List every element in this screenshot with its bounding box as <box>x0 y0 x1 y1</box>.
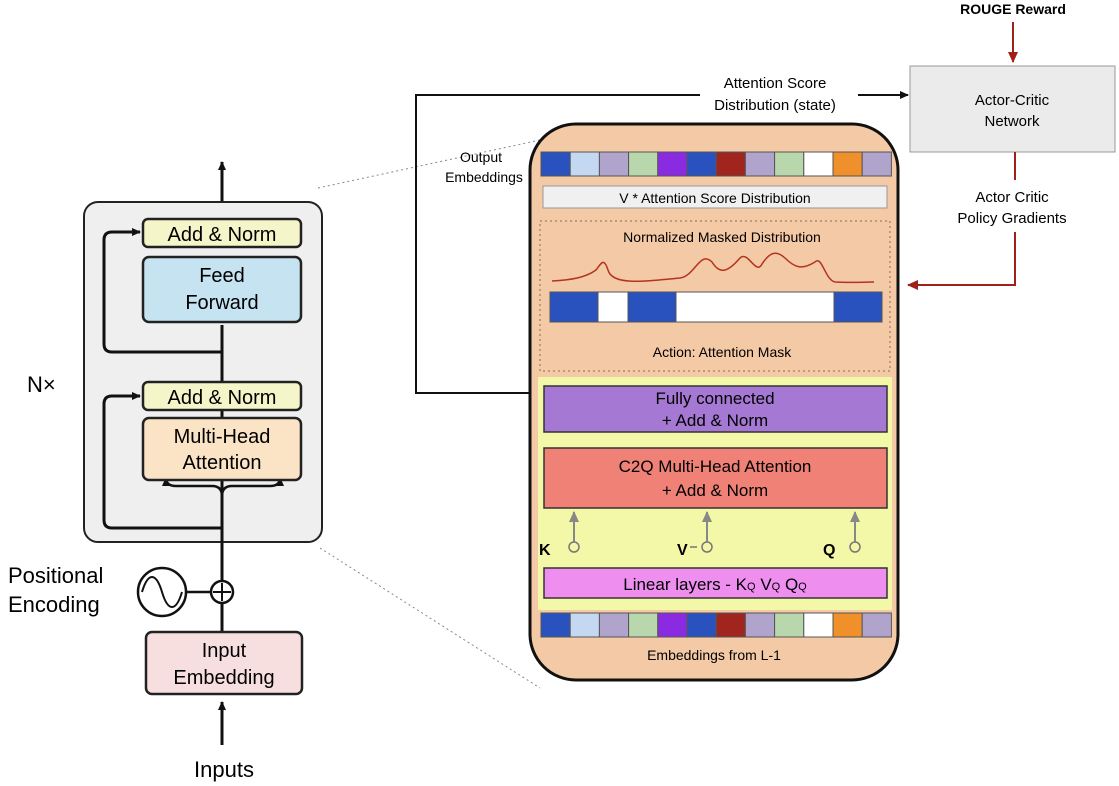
attention-mask-bar <box>549 291 883 323</box>
feed-forward-label-2: Forward <box>185 292 258 314</box>
linear-layers-block <box>543 567 888 599</box>
add-norm-top <box>141 217 303 249</box>
action-mask-label: Action: Attention Mask <box>653 344 793 360</box>
distribution-curve <box>551 252 875 284</box>
input-embedding-cell <box>598 612 630 638</box>
q-input-node <box>849 541 861 553</box>
input-embedding-cell <box>832 612 863 638</box>
linear-layers-label: Linear layers - KQ VQ QQ <box>623 575 807 594</box>
k-input-node <box>568 541 580 553</box>
feed-forward-block <box>141 255 303 324</box>
mask-segment <box>675 291 835 323</box>
residual-path-upper <box>102 228 222 354</box>
v-attention-label: V * Attention Score Distribution <box>619 190 810 206</box>
q-label: Q <box>823 542 835 559</box>
input-embedding-cell <box>628 612 659 638</box>
mask-region <box>539 220 891 372</box>
rouge-reward-label: ROUGE Reward <box>960 1 1066 17</box>
input-embedding-label-1: Input <box>202 640 247 662</box>
input-embedding-cell <box>540 612 571 638</box>
nx-block <box>83 201 323 543</box>
c2q-label-2: + Add & Norm <box>662 481 768 500</box>
output-embeddings-label-2: Embeddings <box>445 169 523 185</box>
add-norm-mid-label: Add & Norm <box>168 387 277 409</box>
output-embedding-cell <box>803 151 834 177</box>
output-embeddings-label-1: Output <box>460 149 502 165</box>
actor-critic-label-1: Actor-Critic <box>975 92 1050 109</box>
c2q-attention-block <box>543 447 888 509</box>
attn-state-label-1: Attention Score <box>724 75 827 92</box>
input-embedding-cell <box>715 612 746 638</box>
input-embedding-cell <box>657 612 688 638</box>
multi-head-attention-block <box>141 416 303 482</box>
positional-label-2: Encoding <box>8 592 100 617</box>
mask-segment <box>549 291 599 323</box>
mask-segment <box>627 291 677 323</box>
rl-attention-block: ROUGE Reward Actor-Critic Network Attent… <box>415 1 1116 682</box>
output-embedding-cell <box>628 151 659 177</box>
nx-label: N× <box>27 372 56 397</box>
input-embedding-label-2: Embedding <box>173 667 274 689</box>
mask-segment <box>597 291 629 323</box>
output-embedding-cell <box>744 151 776 177</box>
c2q-label-1: C2Q Multi-Head Attention <box>619 457 812 476</box>
output-embedding-cell <box>715 151 746 177</box>
v-attention-box <box>542 185 888 209</box>
add-norm-top-label: Add & Norm <box>168 224 277 246</box>
embeddings-from-label: Embeddings from L-1 <box>647 647 781 663</box>
fully-connected-block <box>543 385 888 433</box>
policy-label-2: Policy Gradients <box>957 210 1066 227</box>
input-embedding-cell <box>803 612 834 638</box>
actor-critic-label-2: Network <box>984 113 1040 130</box>
actor-critic-network <box>909 65 1116 153</box>
transformer-encoder: N× Add & Norm Feed Forward Add & Norm Mu… <box>8 139 541 782</box>
state-arrow <box>415 94 700 394</box>
fully-connected-label-2: + Add & Norm <box>662 411 768 430</box>
mha-label-1: Multi-Head <box>174 426 271 448</box>
output-embedding-cell <box>598 151 630 177</box>
output-embedding-cell <box>774 151 805 177</box>
k-label: K <box>539 542 551 559</box>
input-embedding-cell <box>569 612 600 638</box>
output-embedding-cells <box>540 151 892 177</box>
input-embedding-cell <box>686 612 717 638</box>
mha-label-2: Attention <box>183 452 262 474</box>
v-input-node <box>701 541 713 553</box>
inputs-label: Inputs <box>194 757 254 782</box>
output-embedding-cell <box>657 151 688 177</box>
normalized-masked-label: Normalized Masked Distribution <box>623 229 821 245</box>
v-label: V <box>677 542 688 559</box>
input-embedding-cells <box>540 612 892 638</box>
output-embedding-cell <box>569 151 600 177</box>
output-embedding-cell <box>540 151 571 177</box>
attn-state-label-2: Distribution (state) <box>714 97 836 114</box>
input-embedding-cell <box>774 612 805 638</box>
input-embedding-cell <box>861 612 892 638</box>
input-embedding-cell <box>744 612 776 638</box>
fully-connected-label-1: Fully connected <box>655 389 774 408</box>
mask-segment <box>833 291 883 323</box>
residual-path-lower <box>102 392 222 530</box>
output-embedding-cell <box>686 151 717 177</box>
output-embedding-cell <box>832 151 863 177</box>
add-norm-mid <box>141 380 303 412</box>
input-embedding-block <box>144 630 304 696</box>
output-embedding-cell <box>861 151 892 177</box>
feed-forward-label-1: Feed <box>199 265 245 287</box>
policy-label-1: Actor Critic <box>975 189 1049 206</box>
positional-label-1: Positional <box>8 563 103 588</box>
